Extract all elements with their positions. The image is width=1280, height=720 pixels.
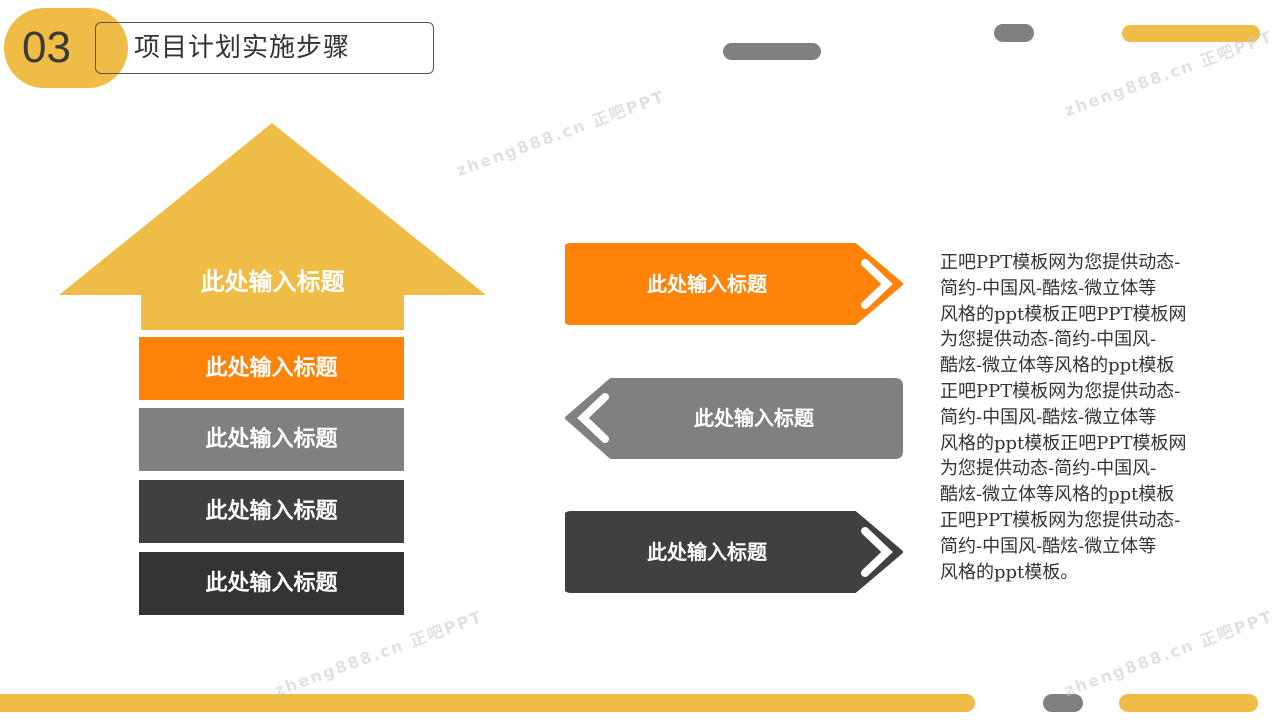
section-number-badge bbox=[4, 8, 128, 88]
decor-pill bbox=[723, 43, 821, 60]
decor-pill bbox=[994, 24, 1034, 42]
text-line: 酷炫-微立体等风格的ppt模板 bbox=[940, 484, 1175, 506]
title-frame bbox=[95, 22, 434, 74]
decor-pill bbox=[1043, 694, 1083, 712]
chevron-label: 此处输入标题 bbox=[647, 540, 767, 564]
text-line: 简约-中国风-酷炫-微立体等 bbox=[940, 277, 1157, 299]
text-line: 风格的ppt模板正吧PPT模板网 bbox=[940, 432, 1187, 454]
chevron-right-icon bbox=[861, 259, 893, 309]
chevron-label: 此处输入标题 bbox=[694, 406, 814, 430]
chevron-box-2: 此处输入标题 bbox=[565, 377, 905, 459]
step-bar-4: 此处输入标题 bbox=[139, 552, 404, 615]
decor-pill bbox=[0, 694, 975, 712]
page-title: 项目计划实施步骤 bbox=[134, 33, 351, 63]
up-arrow-shape bbox=[59, 123, 486, 330]
text-line: 简约-中国风-酷炫-微立体等 bbox=[940, 535, 1157, 557]
text-line: 为您提供动态-简约-中国风- bbox=[940, 329, 1157, 351]
watermark: zheng888.cn 正吧PPT bbox=[1061, 606, 1276, 701]
decor-pill bbox=[1119, 694, 1258, 712]
chevron-box-1: 此处输入标题 bbox=[565, 243, 905, 325]
text-line: 正吧PPT模板网为您提供动态- bbox=[940, 509, 1181, 531]
watermark: zheng888.cn 正吧PPT bbox=[271, 606, 486, 701]
step-bar-3: 此处输入标题 bbox=[139, 480, 404, 543]
text-line: 风格的ppt模板。 bbox=[940, 561, 1079, 583]
text-line: 正吧PPT模板网为您提供动态- bbox=[940, 380, 1181, 402]
section-number: 03 bbox=[22, 23, 71, 72]
chevron-right-icon bbox=[861, 527, 893, 577]
chevron-box-3: 此处输入标题 bbox=[565, 511, 905, 593]
body-paragraph: 正吧PPT模板网为您提供动态- 简约-中国风-酷炫-微立体等 风格的ppt模板正… bbox=[940, 250, 1240, 585]
chevron-label: 此处输入标题 bbox=[647, 272, 767, 296]
step-bar-1: 此处输入标题 bbox=[139, 337, 404, 400]
text-line: 为您提供动态-简约-中国风- bbox=[940, 458, 1157, 480]
chevron-left-icon bbox=[577, 393, 609, 443]
text-line: 正吧PPT模板网为您提供动态- bbox=[940, 252, 1181, 273]
text-line: 酷炫-微立体等风格的ppt模板 bbox=[940, 355, 1175, 377]
decor-pill bbox=[1122, 25, 1260, 42]
arrow-title: 此处输入标题 bbox=[200, 268, 345, 296]
text-line: 风格的ppt模板正吧PPT模板网 bbox=[940, 303, 1187, 325]
step-bar-2: 此处输入标题 bbox=[139, 408, 404, 471]
text-line: 简约-中国风-酷炫-微立体等 bbox=[940, 406, 1157, 428]
